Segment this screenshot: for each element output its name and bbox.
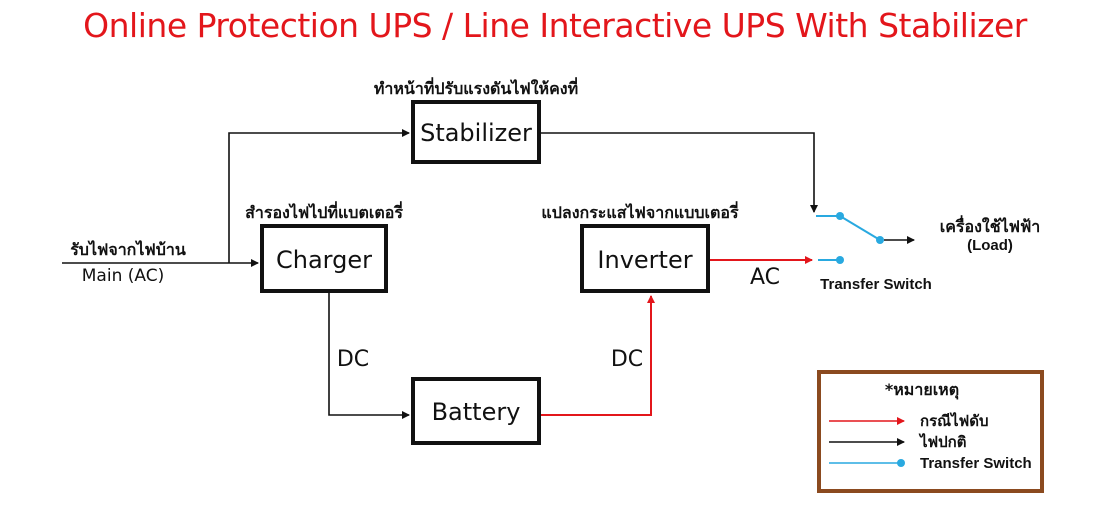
- battery-label: Battery: [432, 398, 521, 426]
- stabilizer-desc: ทำหน้าที่ปรับแรงดันไฟให้คงที่: [374, 77, 578, 98]
- load-label-en: (Load): [967, 237, 1013, 254]
- legend-item-switch: Transfer Switch: [920, 455, 1032, 472]
- legend-title: *หมายเหตุ: [885, 380, 959, 400]
- transfer-switch-label: Transfer Switch: [820, 276, 932, 293]
- battery-box: Battery: [411, 377, 541, 445]
- ac-label: AC: [750, 265, 780, 290]
- charger-label: Charger: [276, 246, 372, 274]
- inverter-box: Inverter: [580, 224, 710, 293]
- inverter-label: Inverter: [597, 246, 692, 274]
- legend-box: *หมายเหตุ กรณีไฟดับ ไฟปกติ Transfer Swit…: [817, 370, 1044, 493]
- dc-label-right: DC: [611, 347, 643, 372]
- stabilizer-output-line: [541, 132, 818, 213]
- legend-blue-dot: [897, 459, 905, 467]
- input-label-main: Main (AC): [82, 266, 164, 286]
- charger-box: Charger: [260, 224, 388, 293]
- transfer-switch: [816, 212, 884, 264]
- charger-desc: สำรองไฟไปที่แบตเตอรี่: [245, 201, 403, 222]
- bypass-line: [228, 129, 410, 263]
- battery-inverter-line: [541, 295, 655, 416]
- legend-item-outage: กรณีไฟดับ: [920, 411, 988, 430]
- input-label-thai: รับไฟจากไฟบ้าน: [70, 240, 186, 259]
- inverter-desc: แปลงกระแสไฟจากแบบเตอรี่: [541, 201, 739, 222]
- stabilizer-box: Stabilizer: [411, 100, 541, 164]
- legend-item-normal: ไฟปกติ: [918, 432, 967, 451]
- charger-battery-line: [328, 293, 410, 419]
- switch-pivot: [876, 236, 884, 244]
- switch-contact-bottom: [836, 256, 844, 264]
- load-label-thai: เครื่องใช้ไฟฟ้า: [940, 215, 1041, 236]
- diagram-title: Online Protection UPS / Line Interactive…: [83, 6, 1027, 45]
- stabilizer-label: Stabilizer: [420, 119, 532, 147]
- dc-label-left: DC: [337, 347, 369, 372]
